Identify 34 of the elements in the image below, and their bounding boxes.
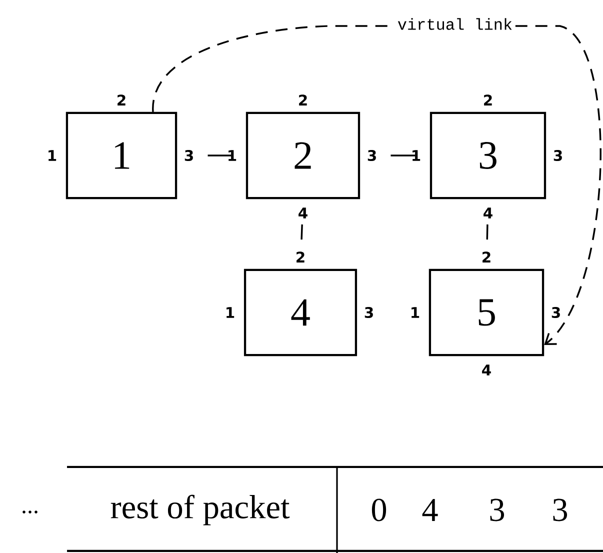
edge-label: virtual link — [394, 15, 516, 33]
packet-field: 4 — [422, 499, 438, 521]
port-number: 3 — [364, 306, 373, 318]
ellipsis-text: ... — [22, 510, 38, 514]
port-number: 2 — [299, 94, 307, 106]
port-number: 2 — [484, 94, 492, 106]
packet-field: rest of packet — [110, 494, 290, 526]
port-number: 3 — [368, 150, 376, 162]
link-line — [486, 224, 488, 240]
switch-box: 4 — [244, 268, 358, 356]
port-number: 2 — [482, 252, 490, 262]
port-number: 1 — [412, 150, 420, 161]
port-number: 4 — [482, 364, 491, 376]
port-number: 2 — [296, 252, 304, 262]
port-number: 3 — [554, 150, 562, 162]
packet-field: 3 — [490, 498, 504, 522]
port-number: 1 — [228, 150, 236, 161]
switch-box: 3 — [430, 112, 546, 200]
link-line — [300, 224, 303, 240]
packet-field: 0 — [372, 498, 386, 522]
port-number: 3 — [552, 306, 560, 318]
switch-box: 5 — [428, 268, 544, 356]
link-line — [390, 154, 416, 156]
packet-field: 3 — [553, 498, 568, 522]
port-number: 1 — [412, 307, 420, 318]
port-number: 3 — [184, 150, 193, 162]
switch-box: 1 — [66, 112, 178, 200]
link-line — [208, 154, 232, 156]
port-number: 2 — [118, 94, 126, 106]
port-number: 4 — [484, 208, 492, 218]
port-number: 1 — [226, 307, 234, 318]
switch-box: 2 — [246, 112, 360, 200]
port-number: 1 — [48, 150, 56, 161]
port-number: 4 — [298, 208, 308, 218]
